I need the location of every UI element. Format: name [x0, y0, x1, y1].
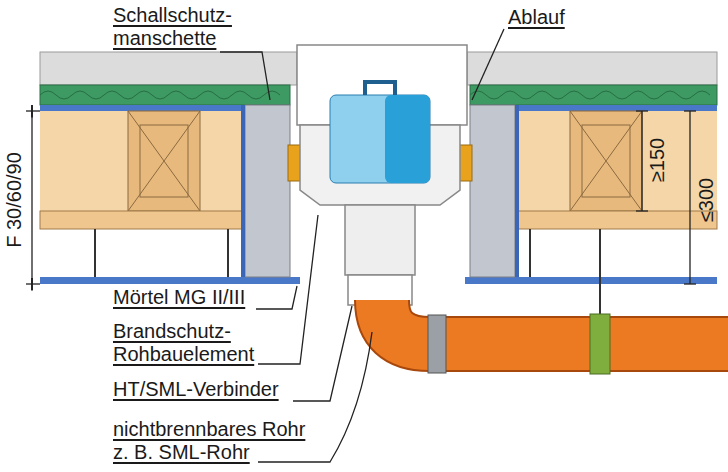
part-label: Brandschutz- Rohbauelement	[113, 320, 265, 366]
part-label: Ablauf	[508, 6, 565, 29]
dimension-label: F 30/60/90	[3, 152, 25, 248]
dimension-label: ≤300	[695, 178, 717, 222]
part-label: HT/SML-Verbinder	[113, 378, 279, 401]
dimension-label: ≥150	[646, 138, 668, 182]
part-label: Mörtel MG II/III	[113, 286, 245, 309]
part-label: Schallschutz- manschette	[113, 4, 253, 50]
part-label: nichtbrennbares Rohr z. B. SML-Rohr	[113, 418, 319, 464]
